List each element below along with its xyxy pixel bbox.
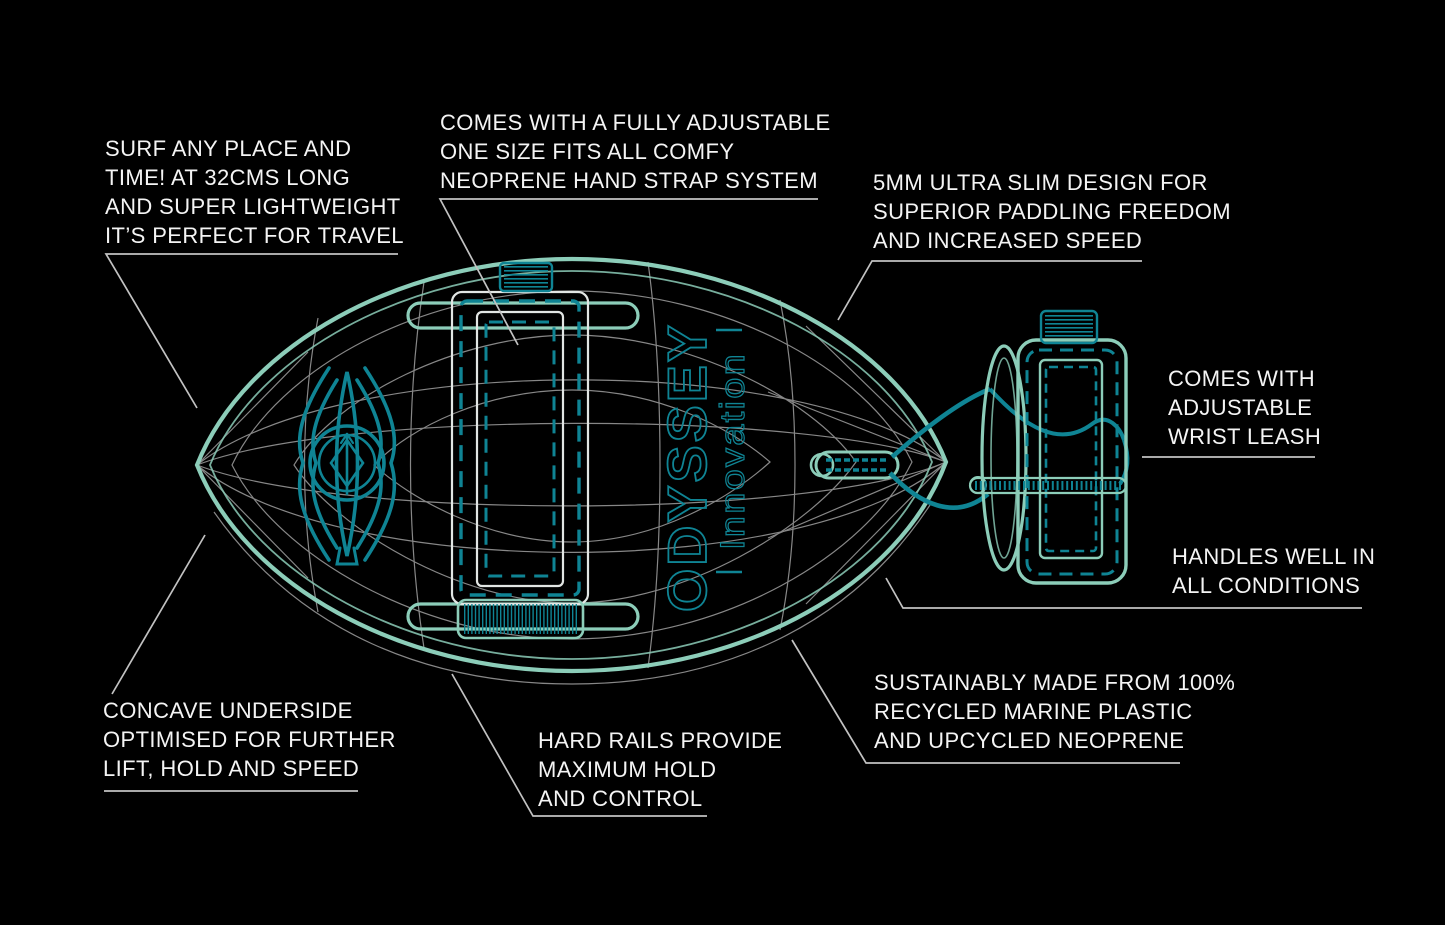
annotation-text-line: COMES WITH (1168, 366, 1315, 391)
annotation-text-line: ONE SIZE FITS ALL COMFY (440, 139, 735, 164)
annotation-text-line: AND INCREASED SPEED (873, 228, 1143, 253)
leader-handling (885, 577, 1362, 609)
annotation-text-line: MAXIMUM HOLD (538, 757, 717, 782)
leader-hand-strap (438, 198, 818, 346)
annotation-text-line: AND CONTROL (538, 786, 703, 811)
annotation-text-line: SUSTAINABLY MADE FROM 100% (874, 670, 1236, 695)
brand-tagline: Innovation (714, 352, 752, 550)
annotation-text-line: SURF ANY PLACE AND (105, 136, 352, 161)
hand-strap-assembly (406, 261, 640, 640)
annotation-wrist-leash: COMES WITH ADJUSTABLE WRIST LEASH (1168, 364, 1321, 451)
brand-name: ODYSSEY (656, 322, 718, 612)
annotation-text-line: OPTIMISED FOR FURTHER (103, 727, 396, 752)
strap-top-buckle (498, 261, 554, 293)
cuff-inner-stitching (1044, 365, 1098, 553)
odyssey-eye-logo-icon (297, 366, 397, 566)
annotation-text-line: HANDLES WELL IN (1172, 544, 1376, 569)
annotation-text-line: ADJUSTABLE (1168, 395, 1313, 420)
annotation-text-line: AND SUPER LIGHTWEIGHT (105, 194, 401, 219)
annotation-concave: CONCAVE UNDERSIDE OPTIMISED FOR FURTHER … (103, 696, 396, 783)
strap-bottom-buckle (456, 598, 585, 640)
annotation-travel: SURF ANY PLACE AND TIME! AT 32CMS LONG A… (105, 134, 404, 250)
leader-sustainability (791, 639, 1180, 764)
annotation-text-line: RECYCLED MARINE PLASTIC (874, 699, 1193, 724)
annotation-text-line: IT’S PERFECT FOR TRAVEL (105, 223, 404, 248)
board-wireframe (196, 261, 947, 685)
annotation-handling: HANDLES WELL IN ALL CONDITIONS (1172, 542, 1375, 600)
leader-travel (104, 253, 398, 409)
cuff-inner-panel (1038, 358, 1104, 560)
annotation-text-line: AND UPCYCLED NEOPRENE (874, 728, 1185, 753)
strap-outer-stitching (459, 299, 581, 597)
annotation-text-line: COMES WITH A FULLY ADJUSTABLE (440, 110, 831, 135)
cuff-through-strap (968, 476, 1128, 495)
brand-lettering: ODYSSEY Innovation (655, 321, 753, 613)
leader-slim-design (837, 260, 1142, 321)
annotation-text-line: TIME! AT 32CMS LONG (105, 165, 351, 190)
annotation-text-line: CONCAVE UNDERSIDE (103, 698, 353, 723)
leader-lines (104, 198, 1362, 817)
strap-inner-stitching (484, 320, 556, 578)
annotation-text-line: NEOPRENE HAND STRAP SYSTEM (440, 168, 818, 193)
strap-crossbar-top (406, 301, 640, 330)
cuff-top-buckle (1039, 309, 1099, 345)
board-outline (194, 256, 949, 674)
annotation-text-line: 5MM ULTRA SLIM DESIGN FOR (873, 170, 1208, 195)
annotation-text-line: HARD RAILS PROVIDE (538, 728, 783, 753)
strap-inner-panel (475, 310, 565, 588)
annotation-text-line: WRIST LEASH (1168, 424, 1322, 449)
annotation-hard-rails: HARD RAILS PROVIDE MAXIMUM HOLD AND CONT… (538, 726, 782, 813)
annotation-text-line: ALL CONDITIONS (1172, 573, 1361, 598)
leader-hard-rails (451, 673, 707, 817)
annotation-sustainability: SUSTAINABLY MADE FROM 100% RECYCLED MARI… (874, 668, 1235, 755)
annotation-hand-strap: COMES WITH A FULLY ADJUSTABLE ONE SIZE F… (440, 108, 831, 195)
annotation-slim-design: 5MM ULTRA SLIM DESIGN FOR SUPERIOR PADDL… (873, 168, 1231, 255)
wrist-cuff (968, 309, 1128, 585)
tail-toggle (809, 450, 900, 480)
cuff-stitching (1025, 348, 1119, 576)
annotation-text-line: SUPERIOR PADDLING FREEDOM (873, 199, 1231, 224)
annotation-text-line: LIFT, HOLD AND SPEED (103, 756, 360, 781)
leader-concave (111, 534, 206, 695)
